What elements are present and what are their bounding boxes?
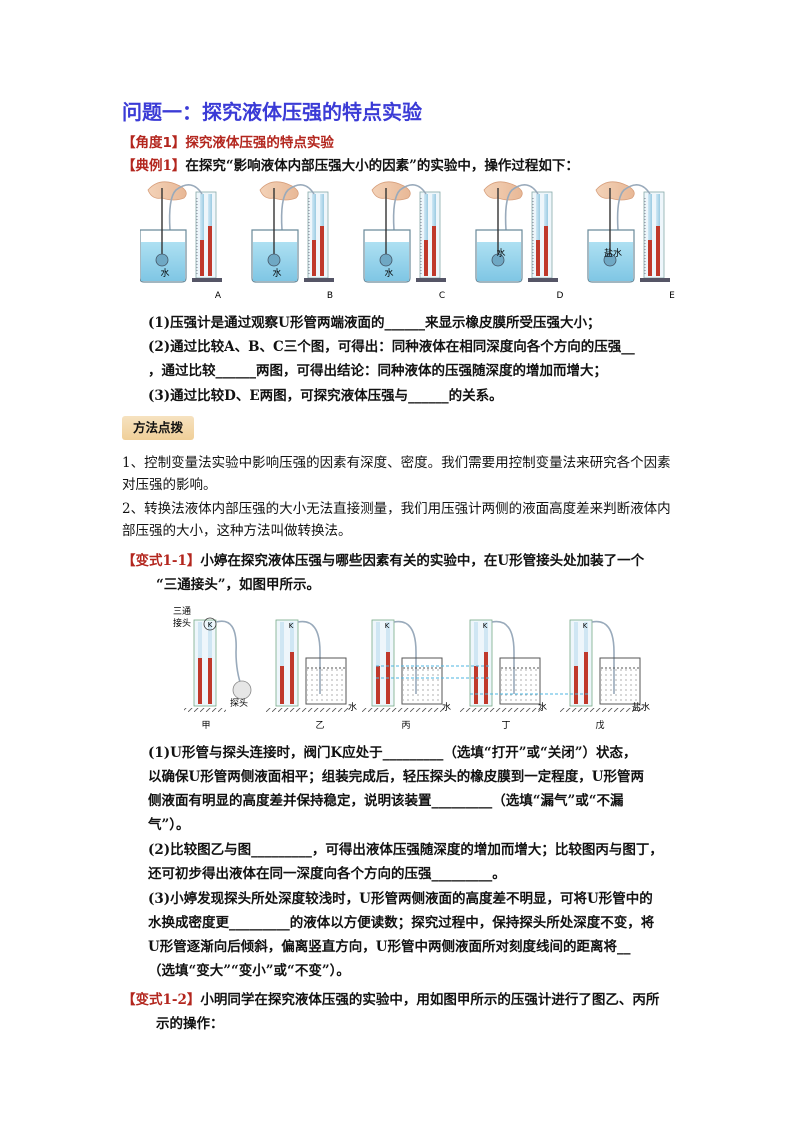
variant11-figure: 三通 接头 K 探头 K K K K 水 水 水 盐水 甲 乙 丙 丁 戊 [173, 606, 650, 731]
water-label-ding: 水 [538, 701, 547, 713]
three-way-label-b: 接头 [173, 617, 191, 629]
example1-q1: (1)压强计是通过观察U形管两端液面的______来显示橡皮膜所受压强大小； [148, 315, 601, 331]
water-label-d: 水 [496, 247, 505, 259]
variant11-q3d: （选填“变大”“变小”或“不变”）。 [148, 963, 350, 979]
fig-label-d: D [557, 291, 564, 301]
variant11-q1c: 侧液面有明显的高度差并保持稳定，说明该装置_________（选填“漏气”或“不… [148, 793, 624, 809]
variant11-intro-a: 小婷在探究液体压强与哪些因素有关的实验中，在U形管接头处加装了一个 [200, 553, 645, 569]
angle-heading: 【角度1】探究液体压强的特点实验 [122, 131, 334, 151]
method-paragraph-2: 2、转换法液体内部压强的大小无法直接测量，我们用压强计两侧的液面高度差来判断液体… [122, 501, 671, 539]
setup-jia [184, 617, 252, 712]
example1-intro-line: 【典例1】在探究“影响液体内部压强大小的因素”的实验中，操作过程如下： [122, 156, 579, 176]
fig-label-b: B [327, 291, 333, 301]
example1-q2a: (2)通过比较A、B、C三个图，可得出：同种液体在相同深度向各个方向的压强__ [148, 339, 635, 355]
fig-label-wu: 戊 [595, 719, 604, 731]
variant11-intro-b: “三通接头”，如图甲所示。 [156, 577, 321, 593]
valve-k-label-yi: K [289, 622, 294, 630]
variant11-tag: 【变式1-1】 [122, 553, 201, 569]
variant12-intro-b: 示的操作： [156, 1016, 224, 1032]
three-way-label-a: 三通 [173, 606, 191, 617]
variant12-intro-line: 【变式1-2】小明同学在探究液体压强的实验中，用如图甲所示的压强计进行了图乙、丙… [122, 990, 659, 1010]
setup-a [140, 181, 222, 283]
valve-k-label-jia: K [208, 621, 213, 629]
valve-k-label-bing: K [385, 622, 390, 630]
page-title: 问题一：探究液体压强的特点实验 [122, 100, 422, 124]
fig-label-e: E [669, 291, 675, 301]
example1-q2b: ，通过比较______两图，可得出结论：同种液体的压强随深度的增加而增大； [148, 363, 607, 379]
water-label-c: 水 [384, 267, 393, 279]
variant11-q2a: (2)比较图乙与图_________，可得出液体压强随深度的增加而增大；比较图丙… [148, 842, 663, 858]
salt-water-label-wu: 盐水 [632, 701, 650, 713]
angle-tag: 【角度1】 [122, 135, 186, 151]
water-label-bing: 水 [442, 701, 451, 713]
variant11-q1b: 以确保U形管两侧液面相平；组装完成后，轻压探头的橡皮膜到一定程度，U形管两 [148, 769, 645, 785]
fig-label-jia: 甲 [201, 720, 210, 731]
variant11-q3b: 水换成密度更_________的液体以方便读数；探究过程中，保持探头所处深度不变… [148, 915, 655, 931]
valve-k-label-ding: K [483, 622, 488, 630]
variant11-q3a: (3)小婷发现探头所处深度较浅时，U形管两侧液面的高度差不明显，可将U形管中的 [148, 891, 653, 907]
method-paragraph-1: 1、控制变量法实验中影响压强的因素有深度、密度。我们需要用控制变量法来研究各个因… [122, 455, 671, 493]
variant11-q3c: U形管逐渐向后倾斜，偏离竖直方向，U形管中两侧液面所对刻度线间的距离将__ [148, 939, 631, 955]
water-label-b: 水 [272, 267, 281, 279]
variant11-q2b: 还可初步得出液体在同一深度向各个方向的压强_________。 [148, 866, 506, 882]
example1-tag: 【典例1】 [122, 158, 186, 174]
setup-yi [266, 619, 350, 712]
example1-q3: (3)通过比较D、E两图，可探究液体压强与______的关系。 [148, 388, 503, 404]
water-label-yi: 水 [348, 701, 357, 713]
fig-label-bing: 丙 [401, 720, 410, 731]
salt-water-label-e: 盐水 [604, 247, 622, 259]
variant12-intro-a: 小明同学在探究液体压强的实验中，用如图甲所示的压强计进行了图乙、丙所 [200, 992, 660, 1008]
variant11-q1a: (1)U形管与探头连接时，阀门K应处于_________（选填“打开”或“关闭”… [148, 745, 637, 761]
method-tip-badge: 方法点拨 [122, 416, 194, 440]
variant11-intro-line: 【变式1-1】小婷在探究液体压强与哪些因素有关的实验中，在U形管接头处加装了一个 [122, 551, 644, 571]
water-label-a: 水 [160, 267, 169, 279]
fig-label-c: C [439, 291, 445, 301]
variant11-q1d: 气”）。 [148, 817, 190, 833]
fig-label-ding: 丁 [501, 721, 510, 731]
fig-label-a: A [215, 291, 222, 301]
angle-text: 探究液体压强的特点实验 [185, 135, 334, 151]
valve-k-label-wu: K [583, 622, 588, 630]
example1-figure: 水 水 水 水 盐水 A B C D E [140, 181, 675, 301]
probe-label: 探头 [230, 697, 248, 709]
variant12-tag: 【变式1-2】 [122, 992, 201, 1008]
example1-intro: 在探究“影响液体内部压强大小的因素”的实验中，操作过程如下： [185, 158, 579, 174]
fig-label-yi: 乙 [315, 720, 324, 731]
